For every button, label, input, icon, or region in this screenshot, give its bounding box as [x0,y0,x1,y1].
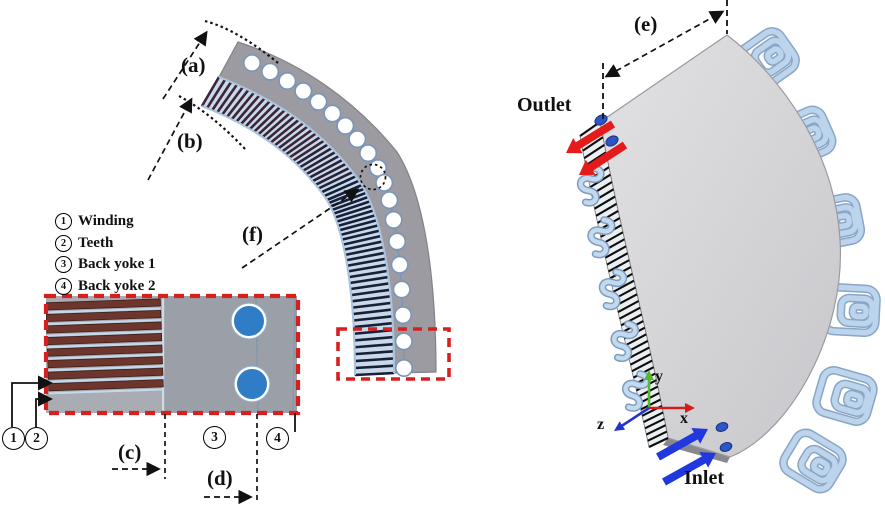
inlet-port [715,422,729,432]
dim-f-leader [241,188,360,269]
legend-item-back-yoke-2: 4 Back yoke 2 [55,276,156,298]
callout-line-winding [11,375,54,427]
outlet-port [605,135,619,147]
inlet-port [719,442,733,452]
coordinate-axes [614,370,695,431]
legend-num-1: 1 [55,213,72,231]
stator-3d-model [566,27,877,493]
flow-arrows [566,120,716,486]
dim-label-b: (b) [177,129,203,153]
zoom-inset-border [43,293,301,416]
legend-num-3: 3 [55,256,72,274]
dim-label-e: (e) [634,12,658,36]
marker-1-winding: 1 [2,427,25,450]
dim-label-d: (d) [207,466,233,490]
cooling-hole-large [230,302,268,340]
outlet-port [594,114,608,126]
cooling-holes-row [243,53,413,377]
marker-2-teeth: 2 [25,427,48,450]
dim-b-leader [147,97,193,181]
legend-item-teeth: 2 Teeth [55,233,156,255]
legend: 1 Winding 2 Teeth 3 Back yoke 1 4 Back y… [55,211,156,297]
legend-num-2: 2 [55,234,72,252]
legend-label-teeth: Teeth [78,234,114,251]
dim-f-dotted-circle [359,163,387,191]
legend-num-4: 4 [55,277,72,295]
legend-item-winding: 1 Winding [55,211,156,233]
cooling-hole-large [233,365,271,403]
stator-2d-section [178,19,451,381]
marker-4-back-yoke-2: 4 [266,427,289,450]
marker-3-back-yoke-1: 3 [203,426,226,449]
dim-e-arrow [604,10,725,78]
outlet-label: Outlet [517,94,572,116]
dim-label-f: (f) [242,222,263,246]
winding-teeth-bars [46,298,164,395]
inlet-label: Inlet [684,467,724,489]
zoom-inset [43,293,301,416]
legend-label-back-yoke-1: Back yoke 1 [78,256,156,273]
legend-label-winding: Winding [78,213,134,230]
dim-a-dotted-line [204,19,279,64]
dim-label-c: (c) [118,440,142,464]
callout-line-teeth [35,391,54,427]
dim-a-leader [162,30,208,100]
legend-item-back-yoke-1: 3 Back yoke 1 [55,254,156,276]
axis-x-label: x [680,410,688,427]
dim-label-a: (a) [181,53,206,77]
axis-z-label: z [597,416,605,433]
legend-label-back-yoke-2: Back yoke 2 [78,277,156,294]
axis-y-label: y [655,368,663,385]
zoom-source-box [336,327,451,381]
